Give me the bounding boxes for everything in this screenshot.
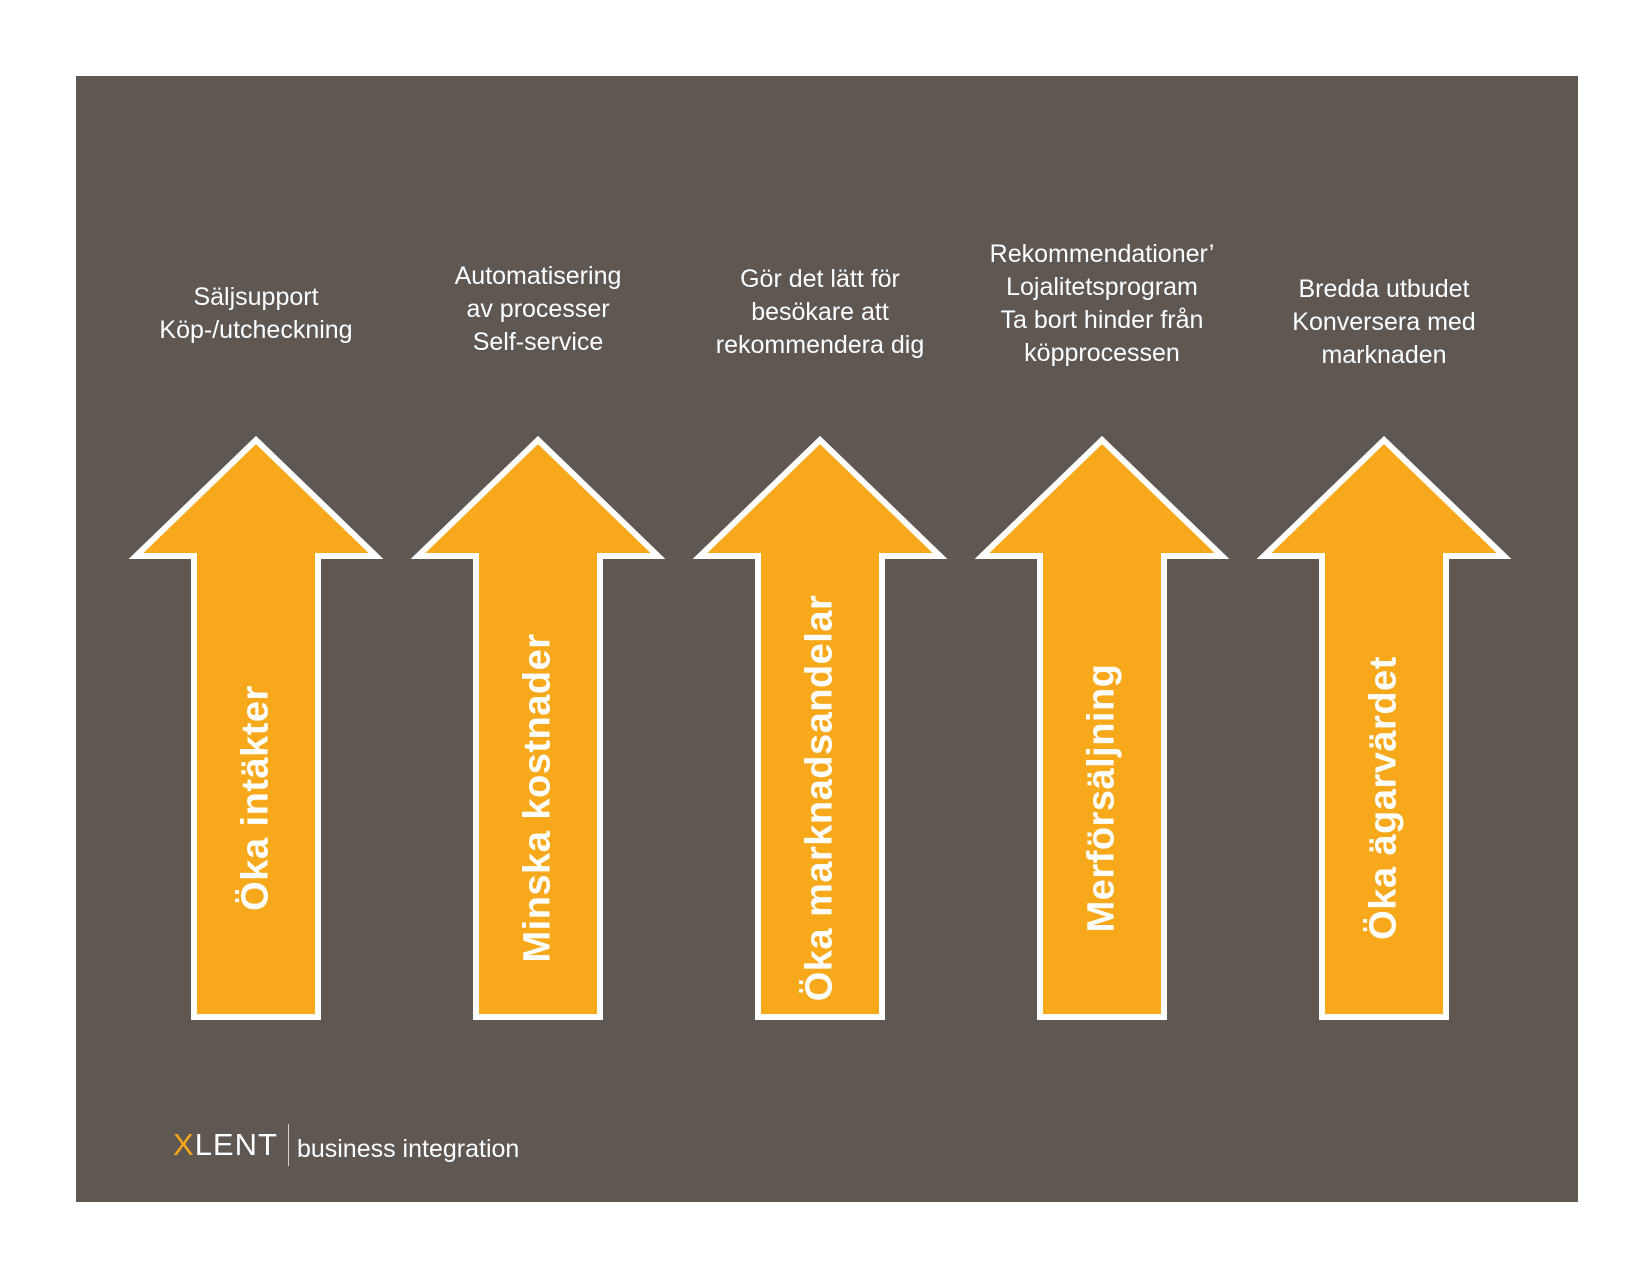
up-arrow-icon [692, 435, 948, 1020]
caption-line: Köp-/utcheckning [159, 316, 353, 344]
arrow-label-4: Merförsäljning [1080, 663, 1123, 933]
goal-column-5: Bredda utbudet Konversera med marknaden … [1244, 76, 1524, 1202]
caption-line: marknaden [1321, 341, 1447, 369]
arrow-label-1: Öka intäkter [234, 685, 277, 911]
caption-line: Lojalitetsprogram [1006, 273, 1198, 301]
caption-2: Automatisering av processer Self-service [398, 260, 678, 359]
caption-line: av processer [466, 295, 610, 323]
goal-column-3: Gör det lätt för besökare att rekommende… [680, 76, 960, 1202]
caption-line: Ta bort hinder från [1000, 306, 1204, 334]
up-arrow-icon [128, 435, 384, 1020]
arrow-label-3: Öka marknadsandelar [798, 594, 841, 1002]
arrow-label-5: Öka ägarvärdet [1362, 656, 1405, 940]
caption-4: Rekommendationer’ Lojalitetsprogram Ta b… [962, 238, 1242, 370]
caption-line: besökare att [751, 298, 889, 326]
diagram-panel: Säljsupport Köp-/utcheckning Öka intäkte… [76, 76, 1578, 1202]
up-arrow-icon [974, 435, 1230, 1020]
goal-column-4: Rekommendationer’ Lojalitetsprogram Ta b… [962, 76, 1242, 1202]
caption-line: Rekommendationer’ [989, 240, 1215, 268]
logo-wordmark: LENT [194, 1127, 278, 1162]
caption-line: Gör det lätt för [740, 265, 900, 293]
caption-line: Säljsupport [193, 283, 319, 311]
caption-1: Säljsupport Köp-/utcheckning [116, 281, 396, 347]
up-arrow-icon [410, 435, 666, 1020]
arrow-label-2: Minska kostnader [516, 633, 559, 963]
caption-line: Bredda utbudet [1298, 275, 1470, 303]
caption-line: Konversera med [1292, 308, 1476, 336]
goal-column-1: Säljsupport Köp-/utcheckning Öka intäkte… [116, 76, 396, 1202]
caption-line: köpprocessen [1024, 339, 1180, 367]
caption-line: rekommendera dig [715, 331, 925, 359]
logo-divider [287, 1124, 289, 1166]
company-logo: X LENT business integration [173, 1122, 519, 1168]
logo-accent-letter: X [173, 1127, 195, 1162]
goal-column-2: Automatisering av processer Self-service… [398, 76, 678, 1202]
caption-line: Self-service [472, 328, 604, 356]
caption-5: Bredda utbudet Konversera med marknaden [1244, 273, 1524, 372]
caption-3: Gör det lätt för besökare att rekommende… [680, 263, 960, 362]
caption-line: Automatisering [454, 262, 622, 290]
up-arrow-icon [1256, 435, 1512, 1020]
logo-tagline: business integration [296, 1134, 520, 1163]
